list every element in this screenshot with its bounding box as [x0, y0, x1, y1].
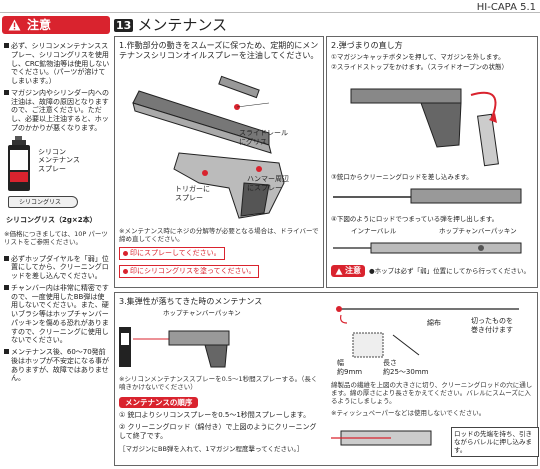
label-inner-barrel: インナーバレル	[351, 227, 397, 235]
pistol-magazine-figure	[350, 88, 499, 167]
warning-icon	[335, 267, 343, 275]
tissue-note: ※ティッシュペーパーなどは使用しないでください。	[331, 409, 486, 417]
caution-list-2: 必ずホップダイヤルを「弱」位置にしてから、クリーニングロッドを差し込んでください…	[2, 255, 110, 384]
procedure-step-2b: ［マガジンにBB弾を入れて、1マガジン程度撃ってください。］	[119, 445, 304, 453]
caution-list: 必ず、シリコンメンテナンススプレー、シリコングリスを使用し、CRC鉱物油等は使用…	[2, 42, 110, 133]
procedure-title: メンテナンスの順序	[119, 397, 199, 409]
caution-item: マガジン内やシリンダー内への注油は、故障の原因となりますので、ご注意ください。た…	[4, 89, 110, 133]
label-hop-packing: ホップチャンバーパッキン	[439, 227, 517, 235]
label-cotton: 綿布	[427, 319, 441, 327]
hop-caution: 注意 ●ホップは必ず「弱」位置にしてから行ってください。	[331, 265, 530, 277]
price-footnote: ※価格につきましては、10P パーツリストをご参照ください。	[4, 230, 108, 247]
warning-icon	[8, 19, 21, 31]
caution-header: 注意	[2, 16, 110, 34]
model-name: HI-CAPA 5.1	[476, 2, 536, 13]
step-4: ④下図のようにロッドでつまっている弾を押し出します。	[331, 215, 499, 223]
procedure-step-2: ② クリーニングロッド（綿付き）で上図のようにクリーニングして終了です。	[119, 423, 317, 440]
spray-barrel-figure	[119, 327, 230, 368]
step-3: ③銃口からクリーニングロッドを差し込みます。	[331, 173, 473, 181]
grease-tube-figure: シリコングリス	[2, 192, 110, 214]
panel-lubrication: 1.作動部分の動きをスムーズに保つため、定期的にメンテナンスシリコンオイルスプレ…	[114, 36, 324, 288]
spray-can-icon	[8, 135, 30, 191]
spray-note: ※シリコンメンテナンススプレーを0.5〜1秒間スプレーする。（長く噴きかけないで…	[119, 375, 318, 392]
panel-accuracy-maintenance: 3.集弾性が落ちてきた時のメンテナンス ホップチャンバーパッキン ※シリコンメン…	[114, 292, 539, 466]
barrel-figure	[333, 242, 522, 254]
label-hop-packing-3: ホップチャンバーパッキン	[163, 309, 241, 317]
panel-jam-clearing: 2.弾づまりの直し方 ①マガジンキャッチボタンを押して、マガジンを外します。 ②…	[326, 36, 538, 288]
section-number: 13	[114, 18, 134, 33]
caution-tag: 注意	[331, 265, 365, 277]
section-title: メンテナンス	[137, 16, 228, 34]
panel3-heading: 3.集弾性が落ちてきた時のメンテナンス	[119, 297, 263, 306]
spray-can-figure: シリコン メンテナンス スプレー	[2, 135, 110, 192]
spray-label: シリコン メンテナンス スプレー	[38, 147, 80, 174]
procedure-step-1: ① 銃口よりシリコンスプレーを0.5〜1秒間スプレーします。	[119, 411, 311, 419]
cotton-note: 綿製品の繊維を上図の大きさに切り、クリーニングロッドの穴に通します。綿の厚さによ…	[331, 381, 533, 406]
caution-title: 注意	[27, 17, 52, 32]
panel1-heading: 1.作動部分の動きをスムーズに保つため、定期的にメンテナンスシリコンオイルスプレ…	[119, 41, 319, 60]
legend-spray: 印にスプレーしてください。	[119, 247, 225, 260]
label-length: 長さ 約25〜30mm	[383, 359, 429, 376]
rod-insert-figure	[333, 188, 522, 204]
pistol-disassembled-figure	[132, 75, 285, 219]
grease-tube-icon: シリコングリス	[8, 195, 78, 208]
step-1: ①マガジンキャッチボタンを押して、マガジンを外します。	[331, 53, 505, 61]
label-width: 幅 約9mm	[337, 359, 363, 376]
caution-item: 必ずホップダイヤルを「弱」位置にしてから、クリーニングロッドを差し込んでください…	[4, 255, 110, 281]
caution-column: 注意 必ず、シリコンメンテナンススプレー、シリコングリスを使用し、CRC鉱物油等…	[2, 16, 110, 464]
label-slide-rail: スライドレール にグリス	[239, 129, 288, 146]
label-trigger: トリガーに スプレー	[175, 185, 210, 202]
step-2: ②スライドストップをかけます。（スライドオープンの状態）	[331, 63, 509, 71]
label-cut: 切ったものを 巻き付けます	[471, 317, 513, 334]
caution-item: メンテナンス後、60〜70発前後はホップが不安定になる事がありますが、故障ではあ…	[4, 348, 110, 383]
legend-grease: 印にシリコングリスを塗ってください。	[119, 265, 260, 278]
label-hammer: ハンマー周辺 にスプレー	[247, 175, 289, 192]
rod-note: ロッドの先端を持ち、引きながらバレルに押し込みます。	[451, 427, 539, 458]
caution-item: 必ず、シリコンメンテナンススプレー、シリコングリスを使用し、CRC鉱物油等は使用…	[4, 42, 110, 86]
hop-caution-text: ●ホップは必ず「弱」位置にしてから行ってください。	[369, 266, 530, 275]
section-header: 13 メンテナンス	[114, 16, 227, 35]
panel2-heading: 2.弾づまりの直し方	[331, 41, 403, 50]
grease-label: シリコングリス（2g×2本）	[6, 215, 97, 224]
caution-item: チャンバー内は非常に精密ですので、一度使用したBB弾は使用しないでください。また…	[4, 284, 110, 345]
cotton-patch-figure	[352, 332, 420, 358]
screw-note: ※メンテナンス時にネジの分解等が必要となる場合は、ドライバーで締め直してください…	[119, 227, 319, 244]
cleaning-rod-figure	[336, 306, 519, 324]
rod-in-barrel-figure	[331, 430, 432, 446]
header-rule	[0, 12, 540, 13]
